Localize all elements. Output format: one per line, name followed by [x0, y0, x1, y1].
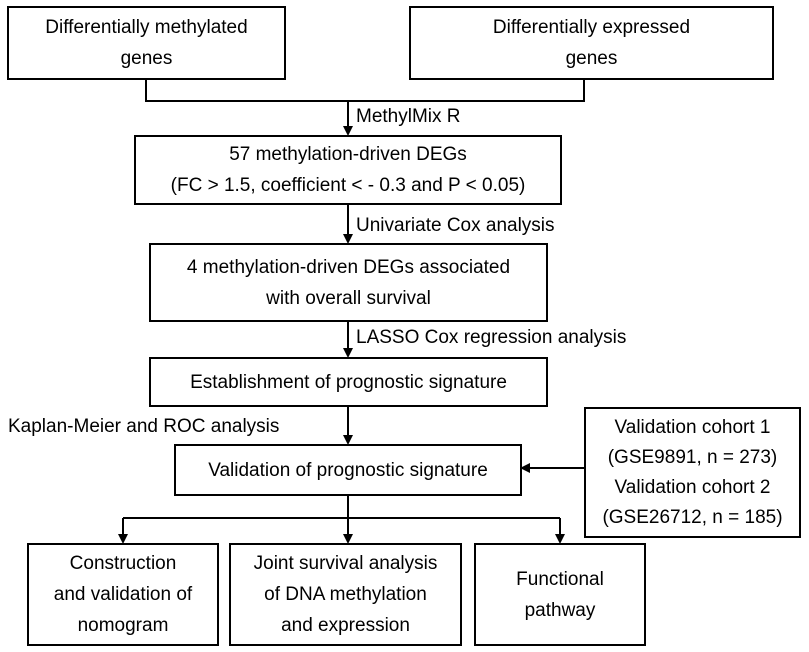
box-57-methylation-driven-degs: 57 methylation-driven DEGs (FC > 1.5, coe…	[134, 135, 562, 205]
box-text-line: (FC > 1.5, coefficient < - 0.3 and P < 0…	[170, 175, 526, 196]
box-differentially-expressed-genes: Differentially expressed genes	[409, 6, 774, 80]
box-text-line: Establishment of prognostic signature	[190, 371, 507, 393]
box-text-line: Validation of prognostic signature	[208, 459, 488, 481]
label-methylmix-r: MethylMix R	[356, 106, 461, 127]
box-4-methylation-driven-degs: 4 methylation-driven DEGs associated with…	[149, 243, 548, 322]
box-validation-of-prognostic-signature: Validation of prognostic signature	[174, 444, 522, 496]
label-univariate-cox-analysis: Univariate Cox analysis	[356, 215, 555, 236]
box-establishment-of-prognostic-signature: Establishment of prognostic signature	[149, 357, 548, 407]
box-text-line: genes	[120, 48, 173, 69]
box-text-line: (GSE9891, n = 273)	[607, 446, 778, 468]
box-text-line: with overall survival	[266, 287, 431, 309]
box-text-line: Functional	[516, 568, 604, 590]
box-text-line: Differentially methylated	[45, 17, 248, 38]
box-text-line: Construction	[69, 553, 177, 574]
box-differentially-methylated-genes: Differentially methylated genes	[7, 6, 286, 80]
box-construction-and-validation-of-nomogram: Construction and validation of nomogram	[27, 543, 219, 646]
merge-connector	[145, 78, 585, 102]
box-text-line: 57 methylation-driven DEGs	[229, 144, 467, 165]
box-text-line: nomogram	[77, 615, 169, 636]
box-text-line: and validation of	[53, 584, 193, 605]
box-functional-pathway: Functional pathway	[474, 543, 646, 646]
box-validation-cohorts: Validation cohort 1 (GSE9891, n = 273) Val…	[584, 407, 801, 538]
box-text-line: (GSE26712, n = 185)	[602, 506, 783, 528]
box-text-line: of DNA methylation	[264, 584, 427, 605]
label-kaplan-meier-and-roc-analysis: Kaplan-Meier and ROC analysis	[8, 416, 280, 437]
box-text-line: pathway	[524, 599, 596, 621]
box-joint-survival-analysis: Joint survival analysis of DNA methylatio…	[229, 543, 462, 646]
box-text-line: Validation cohort 2	[614, 476, 771, 498]
box-text-line: 4 methylation-driven DEGs associated	[186, 256, 511, 278]
box-text-line: Joint survival analysis	[253, 553, 438, 574]
label-lasso-cox-regression-analysis: LASSO Cox regression analysis	[356, 327, 627, 348]
box-text-line: Differentially expressed	[492, 17, 691, 38]
box-text-line: Validation cohort 1	[614, 416, 771, 438]
box-text-line: genes	[565, 48, 618, 69]
box-text-line: and expression	[281, 615, 410, 636]
